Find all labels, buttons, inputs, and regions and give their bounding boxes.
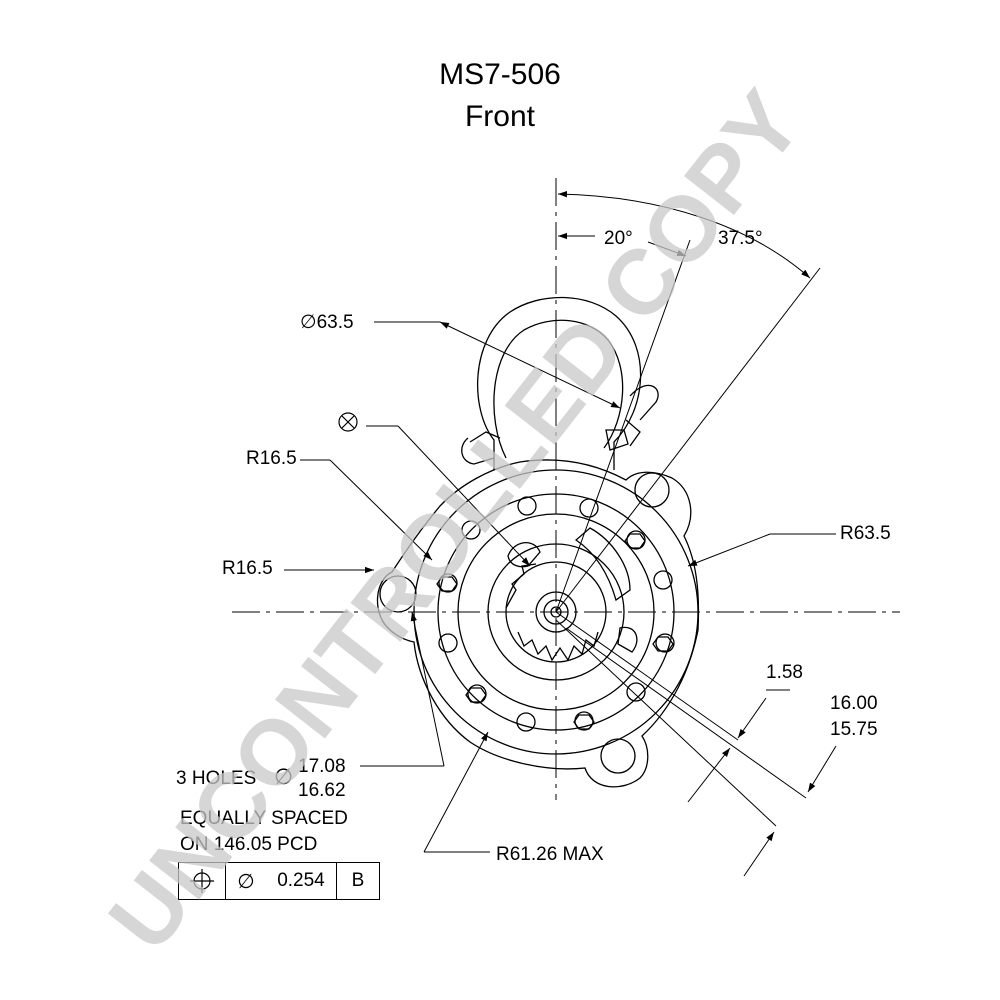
bolt-hole [438,633,458,653]
hex-bolt [465,687,487,703]
holes-count-label: 3 HOLES [176,768,257,789]
hex-bolt [652,636,674,652]
depth-upper-label: 16.00 [830,693,878,714]
radius-right-label: R63.5 [840,523,891,544]
vent-slot [617,626,638,653]
hex-bolt [573,714,595,730]
depth-extension-3 [555,619,777,827]
pinion-outer-circle [505,561,607,663]
shaft-circle-1 [535,591,577,633]
diameter-label: ∅63.5 [300,312,354,333]
feature-control-frame: ∅ 0.254 B [178,862,380,900]
housing-outline [376,296,700,788]
view-title: Front [464,100,536,133]
holes-spacing-line2: ON 146.05 PCD [180,834,318,855]
extension-37deg [555,267,821,613]
bolt-hole [516,712,536,732]
hex-bolt [436,576,458,592]
mounting-flange [376,459,700,788]
inner-flange-circle [437,493,675,731]
dimension-lines [284,191,837,877]
depth-lower-label: 15.75 [830,719,878,740]
mounting-hole-bottom [600,738,636,774]
crossed-circle-icon [338,412,358,432]
bolt-hole [626,682,646,702]
tolerance-cell: ∅ 0.254 [226,863,337,899]
datum-cell: B [351,870,365,891]
angle-arc-large [557,191,811,279]
hole-dia-lower-label: 16.62 [298,780,346,801]
mounting-hole-left [379,575,417,613]
tolerance-value: 0.254 [277,870,325,891]
centerlines [232,178,900,800]
shaft-circle-2 [543,599,569,625]
terminal-right [625,384,659,447]
depth-extension-2 [565,627,807,799]
mounting-hole-top-right [634,472,670,508]
hex-bolt [624,533,646,549]
nose-circle [487,543,625,681]
pilot-circle [457,513,655,711]
radius-bottom-label: R61.26 MAX [496,844,604,865]
diameter-icon: ∅ [300,312,317,333]
pinion-teeth [517,631,599,662]
diameter-leader [439,321,621,409]
bolt-hole [655,633,675,653]
diameter-icon: ∅ [237,870,255,893]
angle-37-label: 37.5° [718,228,763,249]
vent-slot [507,542,541,568]
bolt-hole [653,570,673,590]
position-icon [179,863,226,899]
bolt-hole [461,520,481,540]
angle-20-label: 20° [604,228,633,249]
part-number-title: MS7-506 [439,58,561,91]
vent-slot [574,527,631,602]
shaft-circle-3 [550,606,562,618]
extension-20deg [555,239,691,613]
radius-left-label: R16.5 [222,558,273,579]
bolt-hole [517,496,537,516]
bolt-hole [579,498,599,518]
solenoid-cap-inner [493,319,624,459]
terminal-nut [605,429,629,451]
radius-top-left-label: R16.5 [246,448,297,469]
thickness-label: 1.58 [766,662,803,683]
holes-spacing-line1: EQUALLY SPACED [180,808,348,829]
pinion-teeth-upper [505,563,537,609]
depth-extension-1 [555,611,739,741]
terminal-left [461,431,501,465]
hole-diameter-icon: ∅ [274,764,294,789]
hole-dia-upper-label: 17.08 [298,756,346,777]
